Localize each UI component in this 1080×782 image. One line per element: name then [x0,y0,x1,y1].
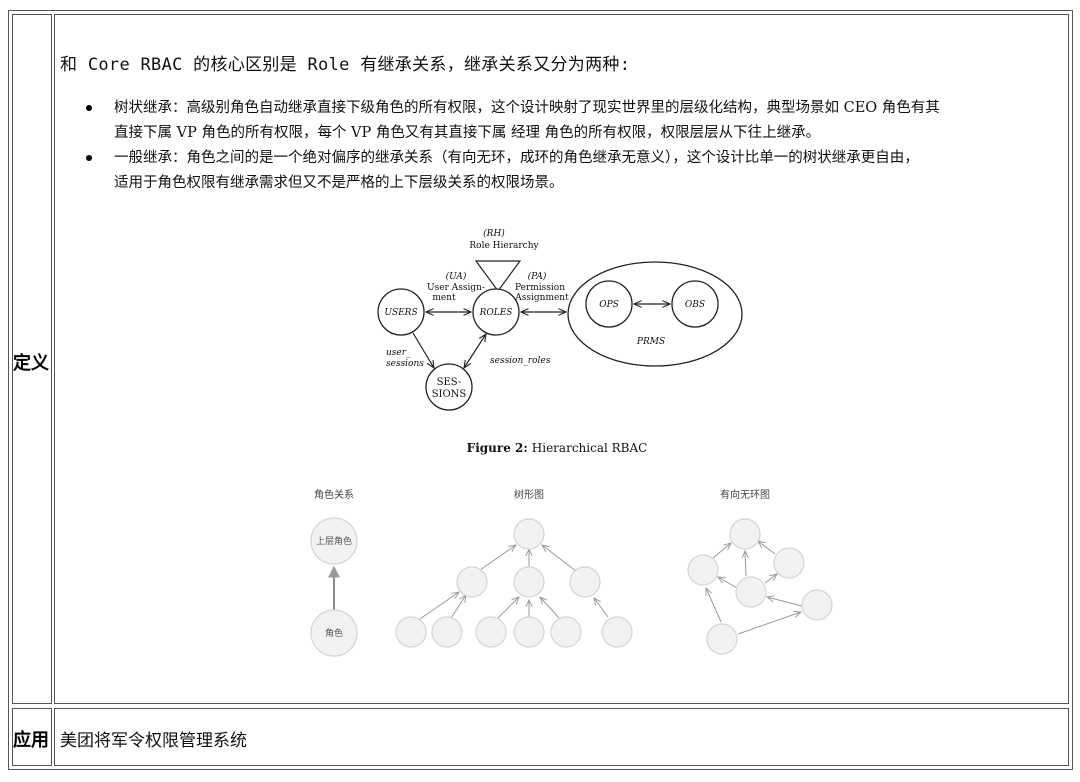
prms-ellipse [567,261,743,367]
bullet-line: 适用于角色权限有继承需求但又不是严格的上下层级关系的权限场景。 [114,175,564,191]
tree-nodes [395,518,633,648]
row-label-definition: 定义 [13,353,49,374]
prms-label: PRMS [636,337,665,347]
row-label-cell-application [12,708,52,766]
definition-intro: 和 Core RBAC 的核心区别是 Role 有继承关系，继承关系又分为两种: [60,55,631,75]
tree-node [550,616,582,648]
users-node-label: USERS [384,308,417,318]
upper-role-node [310,517,358,565]
bullet-line: 直接下属 VP 角色的所有权限，每个 VP 角色又有其直接下属 经理 角色的所有… [114,125,821,141]
obs-node-label: OBS [685,300,705,310]
user-sessions-arrow [412,332,434,368]
pa-line1: Permission [515,283,565,293]
ops-node [585,280,633,328]
user-sessions-line2: sessions [386,359,424,369]
pa-abbr: (PA) [528,271,547,282]
roles-node [472,288,520,336]
obs-node [671,280,719,328]
tree-node [475,616,507,648]
application-text: 美团将军令权限管理系统 [60,731,247,751]
session-roles-label: session_roles [490,356,551,366]
session-roles-arrow [464,334,486,368]
tree-node [456,566,488,598]
dag-node [735,576,767,608]
figure-caption-number: Figure 2: [467,441,528,455]
dag-nodes [687,518,833,655]
inheritance-list: 树状继承：高级别角色自动继承直接下级角色的所有权限，这个设计映射了现实世界里的层… [86,96,1071,196]
tree-node [569,566,601,598]
figure-caption-text: Hierarchical RBAC [532,441,648,455]
sessions-node [425,363,473,411]
role-relation-title: 角色关系 [314,488,354,501]
users-node [377,288,425,336]
dag-node [801,589,833,621]
list-item-general-inheritance: 一般继承：角色之间的是一个绝对偏序的继承关系（有向无环，成环的角色继承无意义），… [86,146,1071,196]
dag-node [687,554,719,586]
tree-node [513,616,545,648]
role-node [310,609,358,657]
dag-node [773,547,805,579]
dag-node [729,518,761,550]
dag-title: 有向无环图 [720,488,770,501]
tree-node [431,616,463,648]
rh-label: Role Hierarchy [469,241,539,251]
row-label-application: 应用 [13,730,49,751]
role-hierarchy-loop [474,260,522,293]
rh-abbr: (RH) [483,228,505,239]
bullet-line: 一般继承：角色之间的是一个绝对偏序的继承关系（有向无环，成环的角色继承无意义），… [114,150,919,166]
user-sessions-line1: user_ [386,348,411,358]
ua-line1: User Assign- [427,283,485,293]
tree-title: 树形图 [514,488,544,501]
tree-edges [416,545,609,622]
list-item-tree-inheritance: 树状继承：高级别角色自动继承直接下级角色的所有权限，这个设计映射了现实世界里的层… [86,96,1071,146]
ops-node-label: OPS [599,300,619,310]
content-cell-definition [54,14,1069,704]
tree-node [513,566,545,598]
pa-line2: Assignment [514,293,569,303]
dag-node [706,623,738,655]
ua-abbr: (UA) [446,271,467,282]
dag-edges [706,541,803,635]
tree-node [601,616,633,648]
content-cell-application [54,708,1069,766]
bullet-dot [86,105,92,111]
roles-node-label: ROLES [479,308,513,318]
tree-node [513,518,545,550]
bullet-dot [86,155,92,161]
figure-caption: Figure 2: Hierarchical RBAC [467,441,648,455]
table-outer-border [8,10,1073,770]
role-label: 角色 [325,627,343,639]
sessions-line1: SES- [437,377,462,388]
upper-role-label: 上层角色 [316,535,352,547]
bullet-line: 树状继承：高级别角色自动继承直接下级角色的所有权限，这个设计映射了现实世界里的层… [114,100,940,116]
ua-line2: ment [432,293,456,303]
sessions-line2: SIONS [432,389,467,400]
tree-node [395,616,427,648]
row-label-cell-definition [12,14,52,704]
